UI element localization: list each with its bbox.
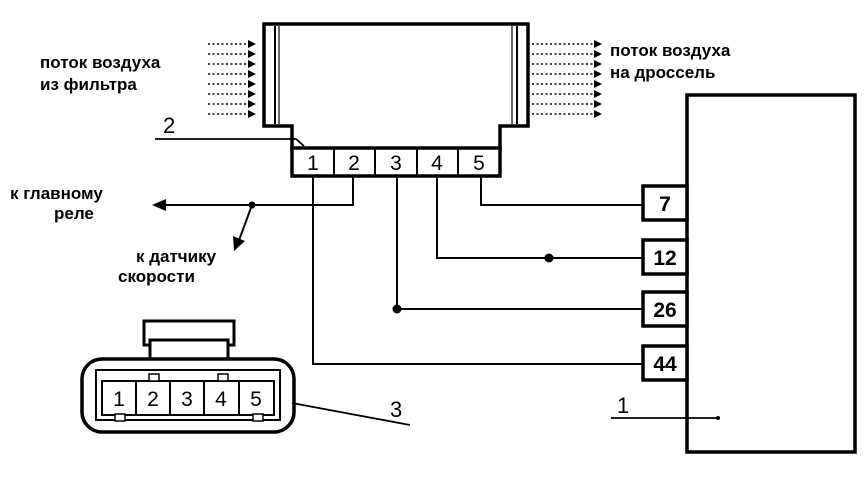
connector-pin-3: 3 bbox=[181, 388, 193, 411]
connector bbox=[80, 319, 296, 434]
ecu-pin-44: 44 bbox=[653, 353, 677, 376]
air-out-label-line1: поток воздуха bbox=[610, 41, 731, 60]
ecu-block bbox=[685, 93, 857, 454]
mass-air-flow-sensor bbox=[262, 22, 530, 152]
connector-pin-5: 5 bbox=[250, 388, 262, 411]
callout-ecu: 1 bbox=[617, 393, 629, 418]
sensor-pin-1: 1 bbox=[307, 152, 319, 175]
sensor-pin-5: 5 bbox=[473, 152, 485, 175]
ecu-pin-26: 26 bbox=[653, 299, 676, 322]
air-in-label-line1: поток воздуха bbox=[40, 53, 161, 72]
connector-pin-4: 4 bbox=[215, 388, 227, 411]
connector-pin-2: 2 bbox=[147, 388, 159, 411]
ecu-pin-7: 7 bbox=[659, 193, 671, 216]
sensor-pin-block: 1 2 3 4 5 bbox=[290, 146, 502, 178]
airflow-in-arrows bbox=[208, 43, 254, 115]
callout-leaders bbox=[155, 138, 718, 426]
callout-sensor: 2 bbox=[163, 113, 175, 138]
air-in-label-line2: из фильтра bbox=[40, 75, 137, 94]
wires bbox=[164, 176, 644, 365]
air-out-label-line2: на дроссель bbox=[610, 63, 715, 82]
ecu-pins: 7 12 26 44 bbox=[641, 184, 689, 382]
ecu-pin-12: 12 bbox=[653, 247, 676, 270]
callout-connector: 3 bbox=[390, 397, 402, 422]
sensor-pin-4: 4 bbox=[431, 152, 443, 175]
to-speed-label-line1: к датчику bbox=[136, 247, 217, 266]
connector-pins: 1 2 3 4 5 bbox=[113, 388, 262, 411]
sensor-pin-3: 3 bbox=[390, 152, 402, 175]
airflow-out-arrows bbox=[532, 43, 594, 115]
connector-pin-1: 1 bbox=[113, 388, 125, 411]
to-relay-label-line2: реле bbox=[54, 204, 94, 223]
to-relay-label-line1: к главному bbox=[10, 184, 103, 203]
sensor-pin-2: 2 bbox=[348, 152, 360, 175]
to-speed-label-line2: скорости bbox=[118, 267, 195, 286]
